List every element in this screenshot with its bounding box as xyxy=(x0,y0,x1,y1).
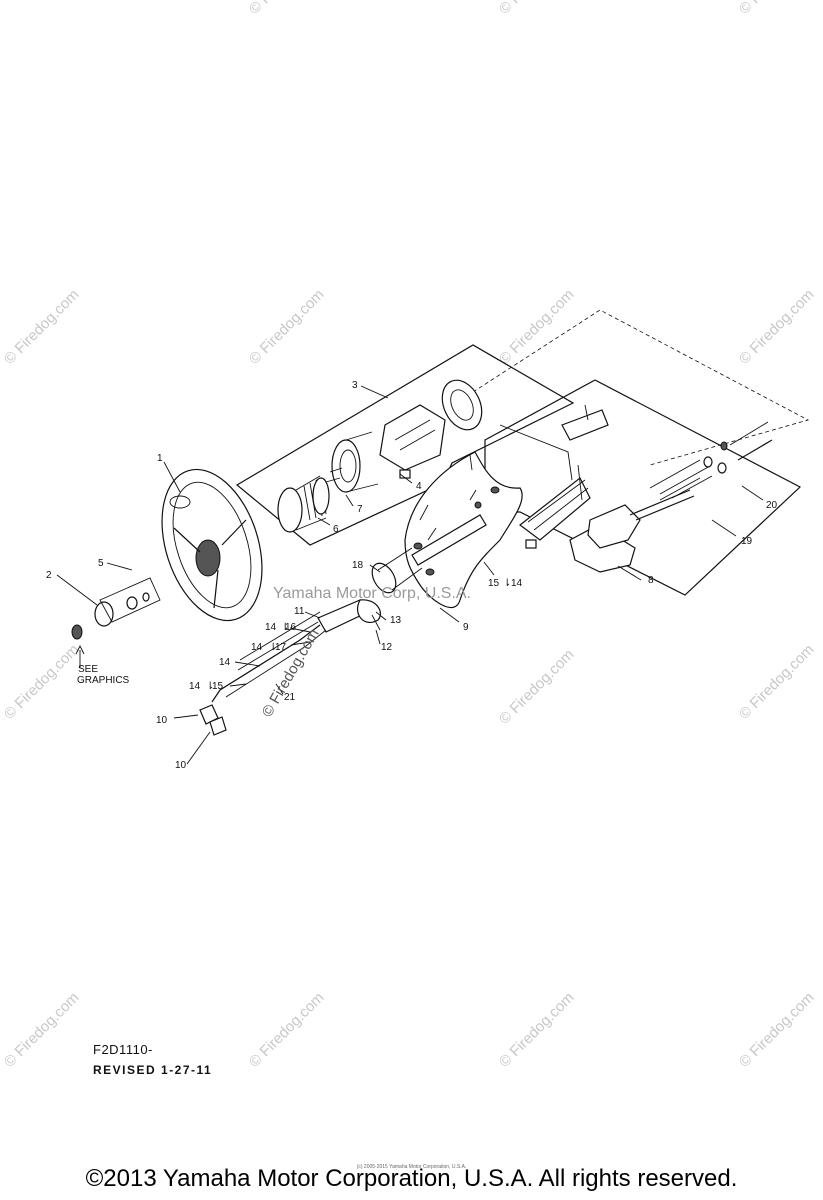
callout-20: 20 xyxy=(766,500,778,511)
watermark: © Firedog.com xyxy=(1,286,83,368)
callout-labels: 1 2 3 4 5 6 7 8 9 10 10 11 12 13 14 14 1… xyxy=(46,380,778,771)
callout-11: 11 xyxy=(294,606,305,617)
callout-14-a: 14 xyxy=(219,657,231,668)
steering-bracket-assembly xyxy=(379,379,483,479)
see-graphics-line1: SEE xyxy=(78,664,98,675)
watermark: © Firedog.com xyxy=(1,989,83,1071)
callout-15-a: 15 xyxy=(212,681,224,692)
steering-wheel xyxy=(161,468,263,622)
tilt-mount-assembly xyxy=(519,404,773,573)
revision-date: REVISED 1-27-11 xyxy=(93,1063,213,1077)
callout-14-e: 14 xyxy=(511,578,523,589)
watermark: © Firedog.com xyxy=(736,641,818,723)
callout-2: 2 xyxy=(46,570,52,581)
callout-5: 5 xyxy=(98,558,104,569)
callout-17: 17 xyxy=(275,642,287,653)
callout-8: 8 xyxy=(648,575,654,586)
tiny-copyright: (c) 2005-2015 Yamaha Motor Corporation, … xyxy=(356,1164,467,1170)
watermark: © Firedog.com xyxy=(736,286,818,368)
column-housing xyxy=(331,431,379,493)
brace-14-16: ⇂ xyxy=(281,622,289,633)
center-watermark: Yamaha Motor Corp, U.S.A. xyxy=(273,585,471,602)
brace-15-14: ⇂ xyxy=(503,578,511,589)
callout-18: 18 xyxy=(352,560,364,571)
callout-14-d: 14 xyxy=(189,681,201,692)
callout-4: 4 xyxy=(416,481,422,492)
see-graphics-line2: GRAPHICS xyxy=(77,675,130,686)
frame-steering-column xyxy=(235,344,575,546)
copyright-notice: ©2013 Yamaha Motor Corporation, U.S.A. A… xyxy=(85,1165,738,1192)
callout-3: 3 xyxy=(352,380,358,391)
watermark: © Firedog.com xyxy=(1,641,83,723)
leader-lines xyxy=(56,385,764,765)
callout-1: 1 xyxy=(157,453,163,464)
callout-10a: 10 xyxy=(156,715,168,726)
callout-14-c: 14 xyxy=(251,642,263,653)
watermark: © Firedog.com xyxy=(246,0,328,18)
watermark-shaft: © Firedog.com xyxy=(259,626,323,720)
callout-7: 7 xyxy=(357,504,363,515)
watermark: © Firedog.com xyxy=(496,646,578,728)
callout-19: 19 xyxy=(741,536,753,547)
inner-column xyxy=(411,489,487,576)
hub-parts xyxy=(71,577,161,640)
fasteners xyxy=(325,454,500,509)
callout-10b: 10 xyxy=(175,760,187,771)
callout-12: 12 xyxy=(381,642,393,653)
callout-9: 9 xyxy=(463,622,469,633)
watermark: © Firedog.com xyxy=(736,0,818,18)
diagram-code: F2D1110- xyxy=(93,1042,153,1057)
watermark: © Firedog.com xyxy=(246,286,328,368)
callout-6: 6 xyxy=(333,524,339,535)
callout-21: 21 xyxy=(284,692,296,703)
callout-15-b: 15 xyxy=(488,578,500,589)
brace-14-15: ⇂ xyxy=(206,681,214,692)
frame-tilt-mount xyxy=(484,379,802,596)
frame-panel-line xyxy=(499,424,573,481)
brace-14-17: ⇂ xyxy=(269,642,277,653)
watermark: © Firedog.com xyxy=(496,0,578,18)
callout-14-b: 14 xyxy=(265,622,277,633)
callout-13: 13 xyxy=(390,615,402,626)
bellows-boot xyxy=(277,475,330,533)
watermark: © Firedog.com xyxy=(496,989,578,1071)
watermark: © Firedog.com xyxy=(496,286,578,368)
watermark: © Firedog.com xyxy=(246,989,328,1071)
callout-16: 16 xyxy=(285,622,297,633)
watermark: © Firedog.com xyxy=(736,989,818,1071)
steering-assembly-diagram: © Firedog.com © Firedog.com © Firedog.co… xyxy=(1,0,818,1071)
dash-line-3 xyxy=(472,309,810,466)
